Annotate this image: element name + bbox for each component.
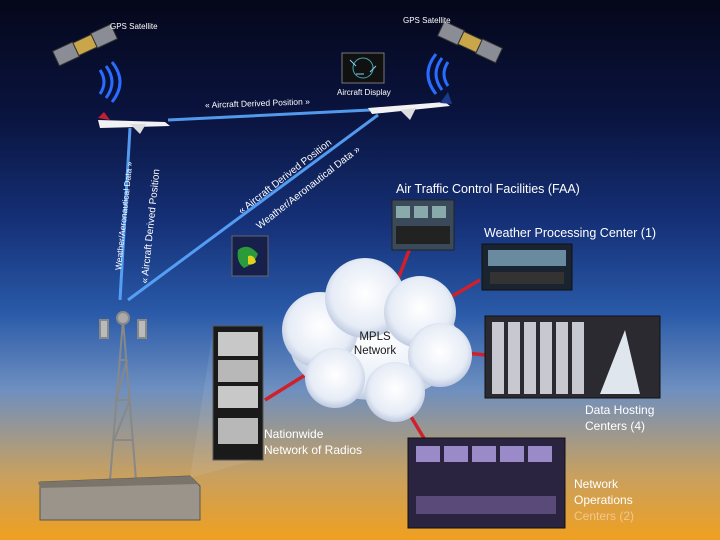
radio-tower-icon — [99, 311, 147, 481]
data-hosting-line2: Centers (4) — [585, 419, 646, 433]
link-tower-aircraft-left — [118, 127, 132, 301]
aircraft-display-label: Aircraft Display — [337, 88, 391, 97]
link-tower-aircraft-right — [127, 113, 379, 302]
satellite-label-right: GPS Satellite — [403, 16, 451, 25]
aircraft-right-icon — [368, 92, 452, 120]
weather-radar-image — [231, 235, 269, 277]
mpls-line1: MPLS — [359, 331, 391, 343]
data-hosting-label: Data Hosting Centers (4) — [585, 402, 654, 434]
atc-facility-label: Air Traffic Control Facilities (FAA) — [396, 182, 580, 196]
radios-label: Nationwide Network of Radios — [264, 426, 362, 458]
satellite-label-left: GPS Satellite — [110, 22, 158, 31]
link-radios — [264, 370, 311, 402]
data-hosting-line1: Data Hosting — [585, 403, 655, 417]
link-air-to-air — [167, 108, 371, 122]
data-center-image — [484, 315, 661, 399]
noc-line2: Operations — [574, 493, 633, 507]
mpls-line2: Network — [353, 345, 397, 357]
radio-rack-image — [212, 325, 264, 461]
datalink-lines — [118, 108, 379, 302]
gps-satellite-icon — [436, 20, 504, 64]
gps-satellite-icon — [51, 23, 119, 67]
atc-facility-image — [391, 199, 455, 251]
radios-line2: Network of Radios — [264, 443, 363, 457]
noc-label: Network Operations Centers (2) — [574, 476, 634, 524]
weather-center-label: Weather Processing Center (1) — [484, 226, 657, 240]
aircraft-left-icon — [98, 112, 170, 134]
equipment-shelter-icon — [38, 475, 201, 521]
noc-line3: Centers (2) — [574, 509, 635, 523]
weather-center-image — [481, 243, 573, 291]
mpls-network-label: MPLS Network — [330, 330, 420, 358]
radios-line1: Nationwide — [264, 427, 324, 441]
noc-line1: Network — [574, 477, 619, 491]
signal-wave-icon — [98, 53, 450, 103]
mpls-cloud — [282, 258, 472, 422]
aircraft-display-icon — [341, 52, 385, 84]
noc-image — [407, 437, 566, 529]
